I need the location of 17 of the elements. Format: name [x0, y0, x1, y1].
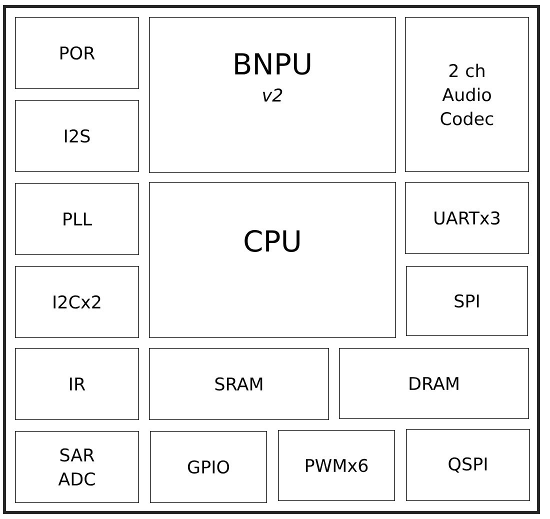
block-box: CPU	[149, 182, 396, 338]
block-box: PWMx6	[278, 430, 395, 501]
block-box: IR	[15, 348, 139, 420]
block-box: I2Cx2	[15, 266, 139, 338]
block-box: 2 ch Audio Codec	[405, 17, 529, 172]
block-box: SPI	[406, 266, 528, 336]
block-box: POR	[15, 17, 139, 89]
block-box: BNPU v2	[149, 17, 396, 173]
chip-outline	[3, 5, 540, 514]
block-box: SRAM	[149, 348, 329, 420]
block-box: QSPI	[406, 429, 530, 501]
block-box: DRAM	[339, 348, 529, 419]
block-box: UARTx3	[405, 182, 529, 254]
block-box: SAR ADC	[15, 431, 139, 503]
block-box: PLL	[15, 183, 139, 255]
block-box: GPIO	[150, 431, 267, 503]
block-box: I2S	[15, 100, 139, 172]
